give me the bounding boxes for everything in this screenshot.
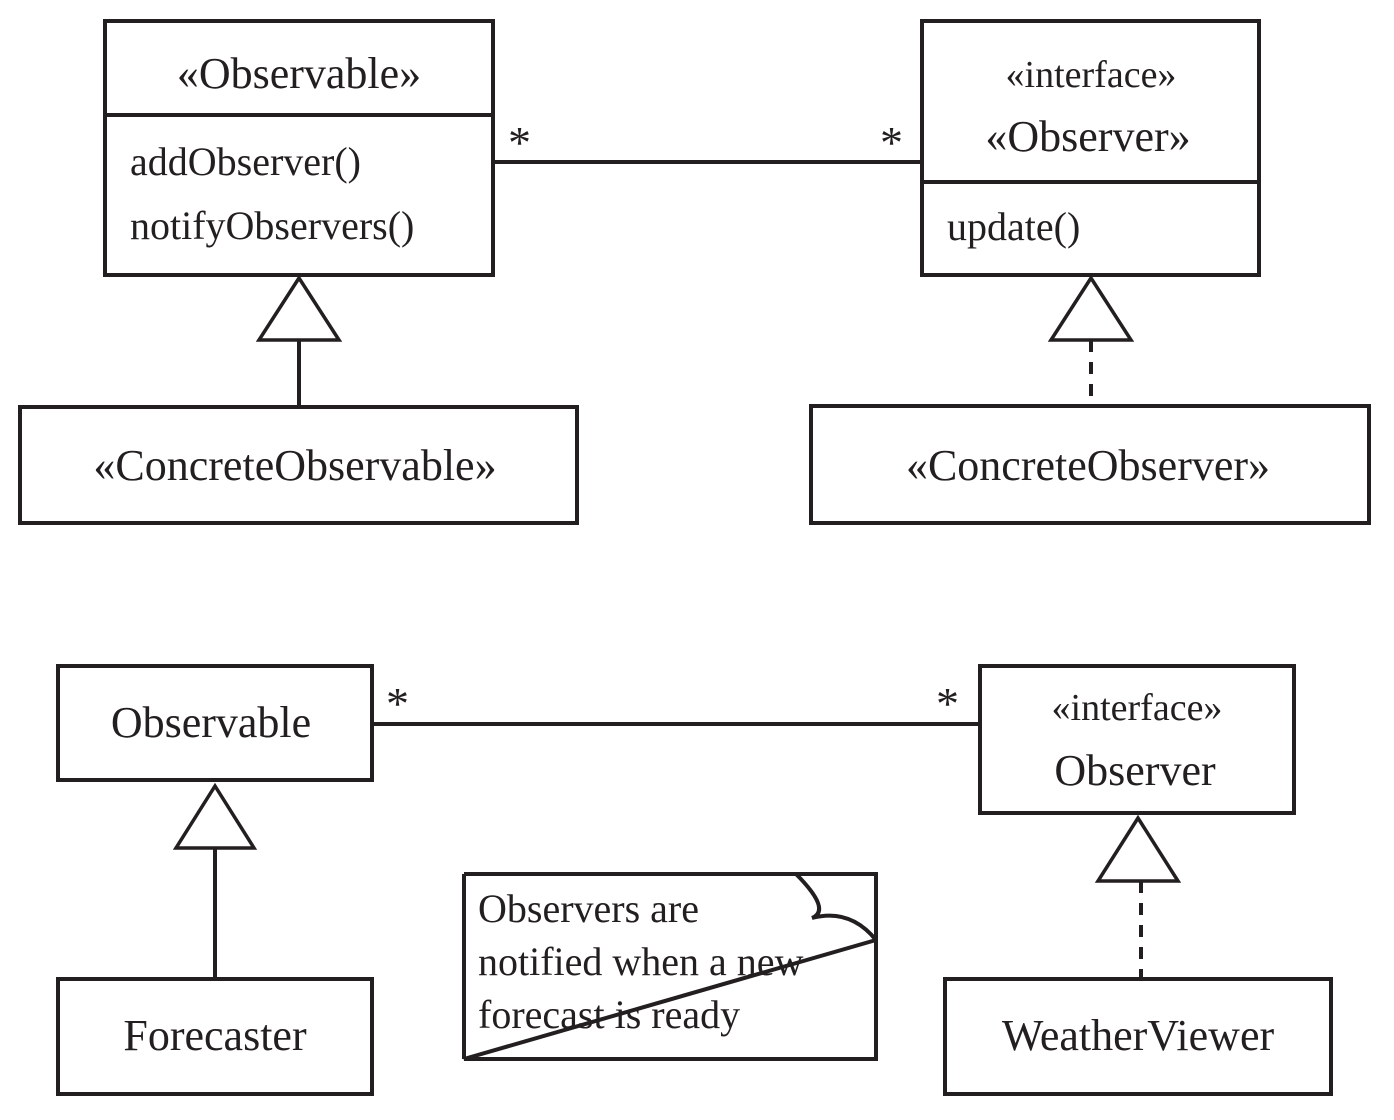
pattern-concrete-observable-name: «ConcreteObservable» xyxy=(93,441,496,490)
pattern-observer-stereotype: «interface» xyxy=(1006,54,1177,96)
example-forecaster-box xyxy=(56,977,374,1096)
example-observable-name: Observable xyxy=(111,698,311,747)
note-folded-corner-icon xyxy=(794,872,878,942)
example-forecaster-name: Forecaster xyxy=(123,1011,307,1060)
example-weather-viewer-class: WeatherViewer xyxy=(943,977,1333,1096)
note-line-3: forecast is ready xyxy=(478,992,740,1037)
pattern-concrete-observable-class: «ConcreteObservable» xyxy=(18,405,579,525)
pattern-multiplicity-left: * xyxy=(508,117,531,168)
pattern-multiplicity-right: * xyxy=(880,117,903,168)
pattern-concrete-observer-name: «ConcreteObserver» xyxy=(906,441,1270,490)
pattern-diagram: * * «Observable» addObserver() notifyObs… xyxy=(18,19,1371,525)
pattern-observer-operation-1: update() xyxy=(947,204,1080,249)
note-line-1: Observers are xyxy=(478,886,699,931)
example-observer-box xyxy=(978,664,1296,815)
pattern-observable-operation-1: addObserver() xyxy=(130,139,361,184)
example-observable-box xyxy=(56,664,374,782)
example-multiplicity-left: * xyxy=(386,678,409,729)
pattern-inheritance-arrowhead xyxy=(255,274,343,342)
pattern-observable-name: «Observable» xyxy=(177,49,421,98)
note-outline xyxy=(463,872,878,1061)
example-inheritance-arrowhead xyxy=(172,782,258,850)
example-weather-viewer-name: WeatherViewer xyxy=(1002,1011,1275,1060)
example-realization-arrowhead xyxy=(1094,814,1182,883)
pattern-observer-interface: «interface» «Observer» update() xyxy=(920,19,1261,277)
example-observer-stereotype: «interface» xyxy=(1052,687,1223,729)
pattern-observable-class: «Observable» addObserver() notifyObserve… xyxy=(103,19,495,277)
note-corner-frame xyxy=(796,872,878,940)
example-observable-class: Observable xyxy=(56,664,374,782)
pattern-observer-box xyxy=(920,19,1261,277)
example-weather-viewer-box xyxy=(943,977,1333,1096)
pattern-concrete-observable-box xyxy=(18,405,579,525)
example-observer-interface: «interface» Observer xyxy=(978,664,1296,815)
example-forecaster-class: Forecaster xyxy=(56,977,374,1096)
pattern-realization-arrowhead xyxy=(1047,274,1135,342)
pattern-observable-operation-2: notifyObservers() xyxy=(130,203,414,248)
example-note: Observers are notified when a new foreca… xyxy=(462,872,878,1061)
pattern-concrete-observer-class: «ConcreteObserver» xyxy=(809,404,1371,525)
example-observer-name: Observer xyxy=(1054,746,1216,795)
note-line-2: notified when a new xyxy=(478,939,804,984)
example-multiplicity-right: * xyxy=(936,678,959,729)
example-diagram: * * Observable «interface» Observer Fore… xyxy=(56,664,1333,1096)
pattern-observer-name: «Observer» xyxy=(985,112,1190,161)
pattern-concrete-observer-box xyxy=(809,404,1371,525)
